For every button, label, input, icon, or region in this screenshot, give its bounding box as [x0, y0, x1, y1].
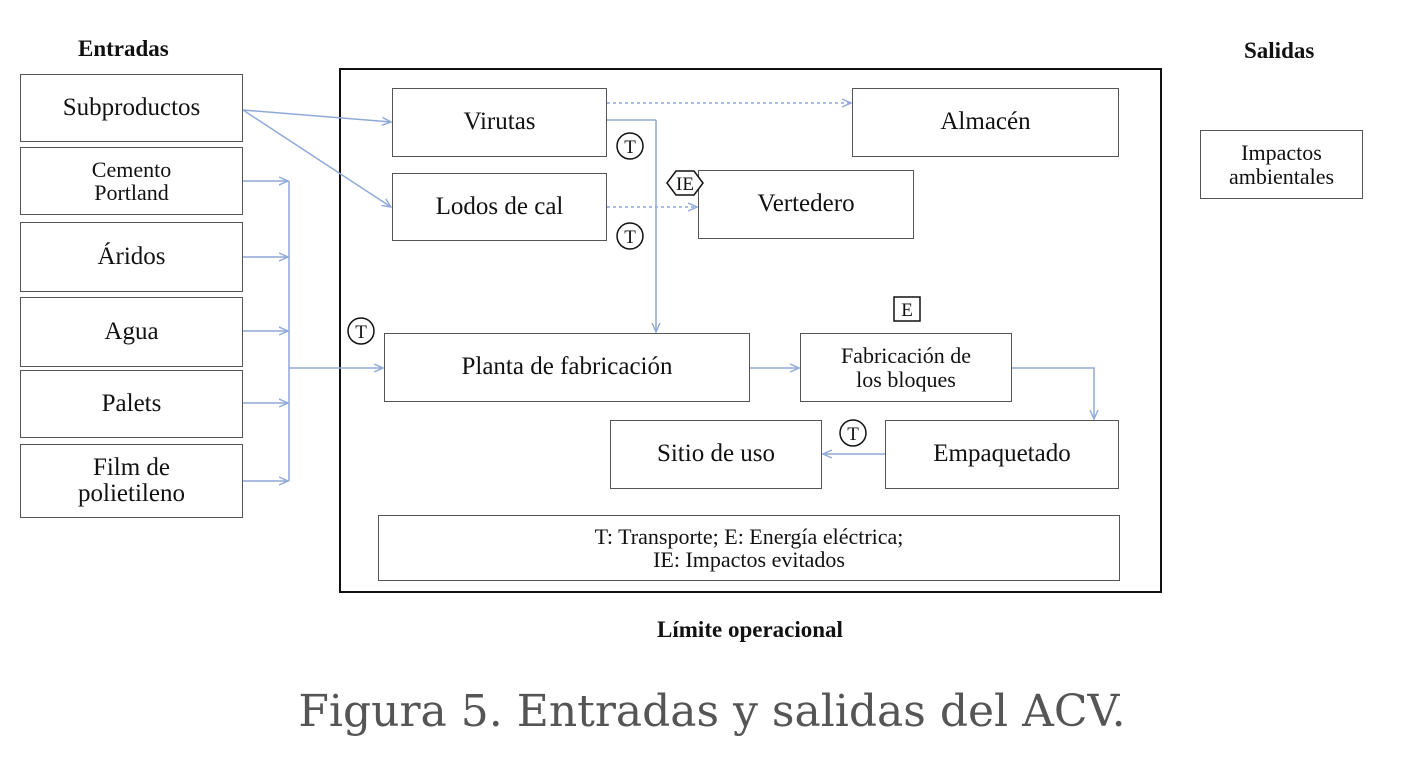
avoided-impacts-icon — [666, 170, 704, 196]
transport-label-virutas: T — [624, 137, 636, 158]
figure-caption: Figura 5. Entradas y salidas del ACV. — [298, 686, 1126, 737]
process-fabricacion-bloques: Fabricación de los bloques — [800, 333, 1012, 402]
process-almacen: Almacén — [852, 88, 1119, 157]
arrow-subproductos-lodos — [242, 109, 391, 207]
process-empaquetado: Empaquetado — [885, 420, 1119, 489]
operational-boundary — [339, 68, 1162, 593]
arrow-subproductos-virutas — [242, 109, 391, 122]
process-lodos-de-cal: Lodos de cal — [392, 173, 607, 241]
process-virutas: Virutas — [392, 88, 607, 157]
process-vertedero: Vertedero — [698, 170, 914, 239]
output-impactos-ambientales: Impactos ambientales — [1200, 130, 1363, 199]
input-film-polietileno: Film de polietileno — [20, 444, 243, 518]
inputs-header: Entradas — [78, 36, 169, 61]
input-agua: Agua — [20, 297, 243, 367]
input-aridos: Áridos — [20, 222, 243, 292]
transport-icon-virutas — [616, 132, 644, 160]
transport-label-sitio: T — [847, 424, 859, 445]
process-sitio-de-uso: Sitio de uso — [610, 420, 822, 489]
boundary-label: Límite operacional — [657, 617, 843, 642]
arrow-fabricacion-empaquetado — [1012, 367, 1094, 419]
transport-label-lodos: T — [624, 227, 636, 248]
energy-icon — [893, 296, 921, 322]
input-cemento-portland: Cemento Portland — [20, 147, 243, 215]
process-planta-fabricacion: Planta de fabricación — [384, 333, 750, 402]
outputs-header: Salidas — [1244, 38, 1315, 63]
transport-icon-planta — [347, 317, 375, 345]
transport-icon-lodos — [616, 222, 644, 250]
avoided-impacts-label: IE — [676, 174, 694, 195]
input-palets: Palets — [20, 370, 243, 438]
transport-label-planta: T — [355, 322, 367, 343]
legend-box: T: Transporte; E: Energía eléctrica; IE:… — [378, 515, 1120, 581]
energy-label: E — [901, 300, 913, 321]
input-subproductos: Subproductos — [20, 74, 243, 142]
transport-icon-sitio — [839, 419, 867, 447]
